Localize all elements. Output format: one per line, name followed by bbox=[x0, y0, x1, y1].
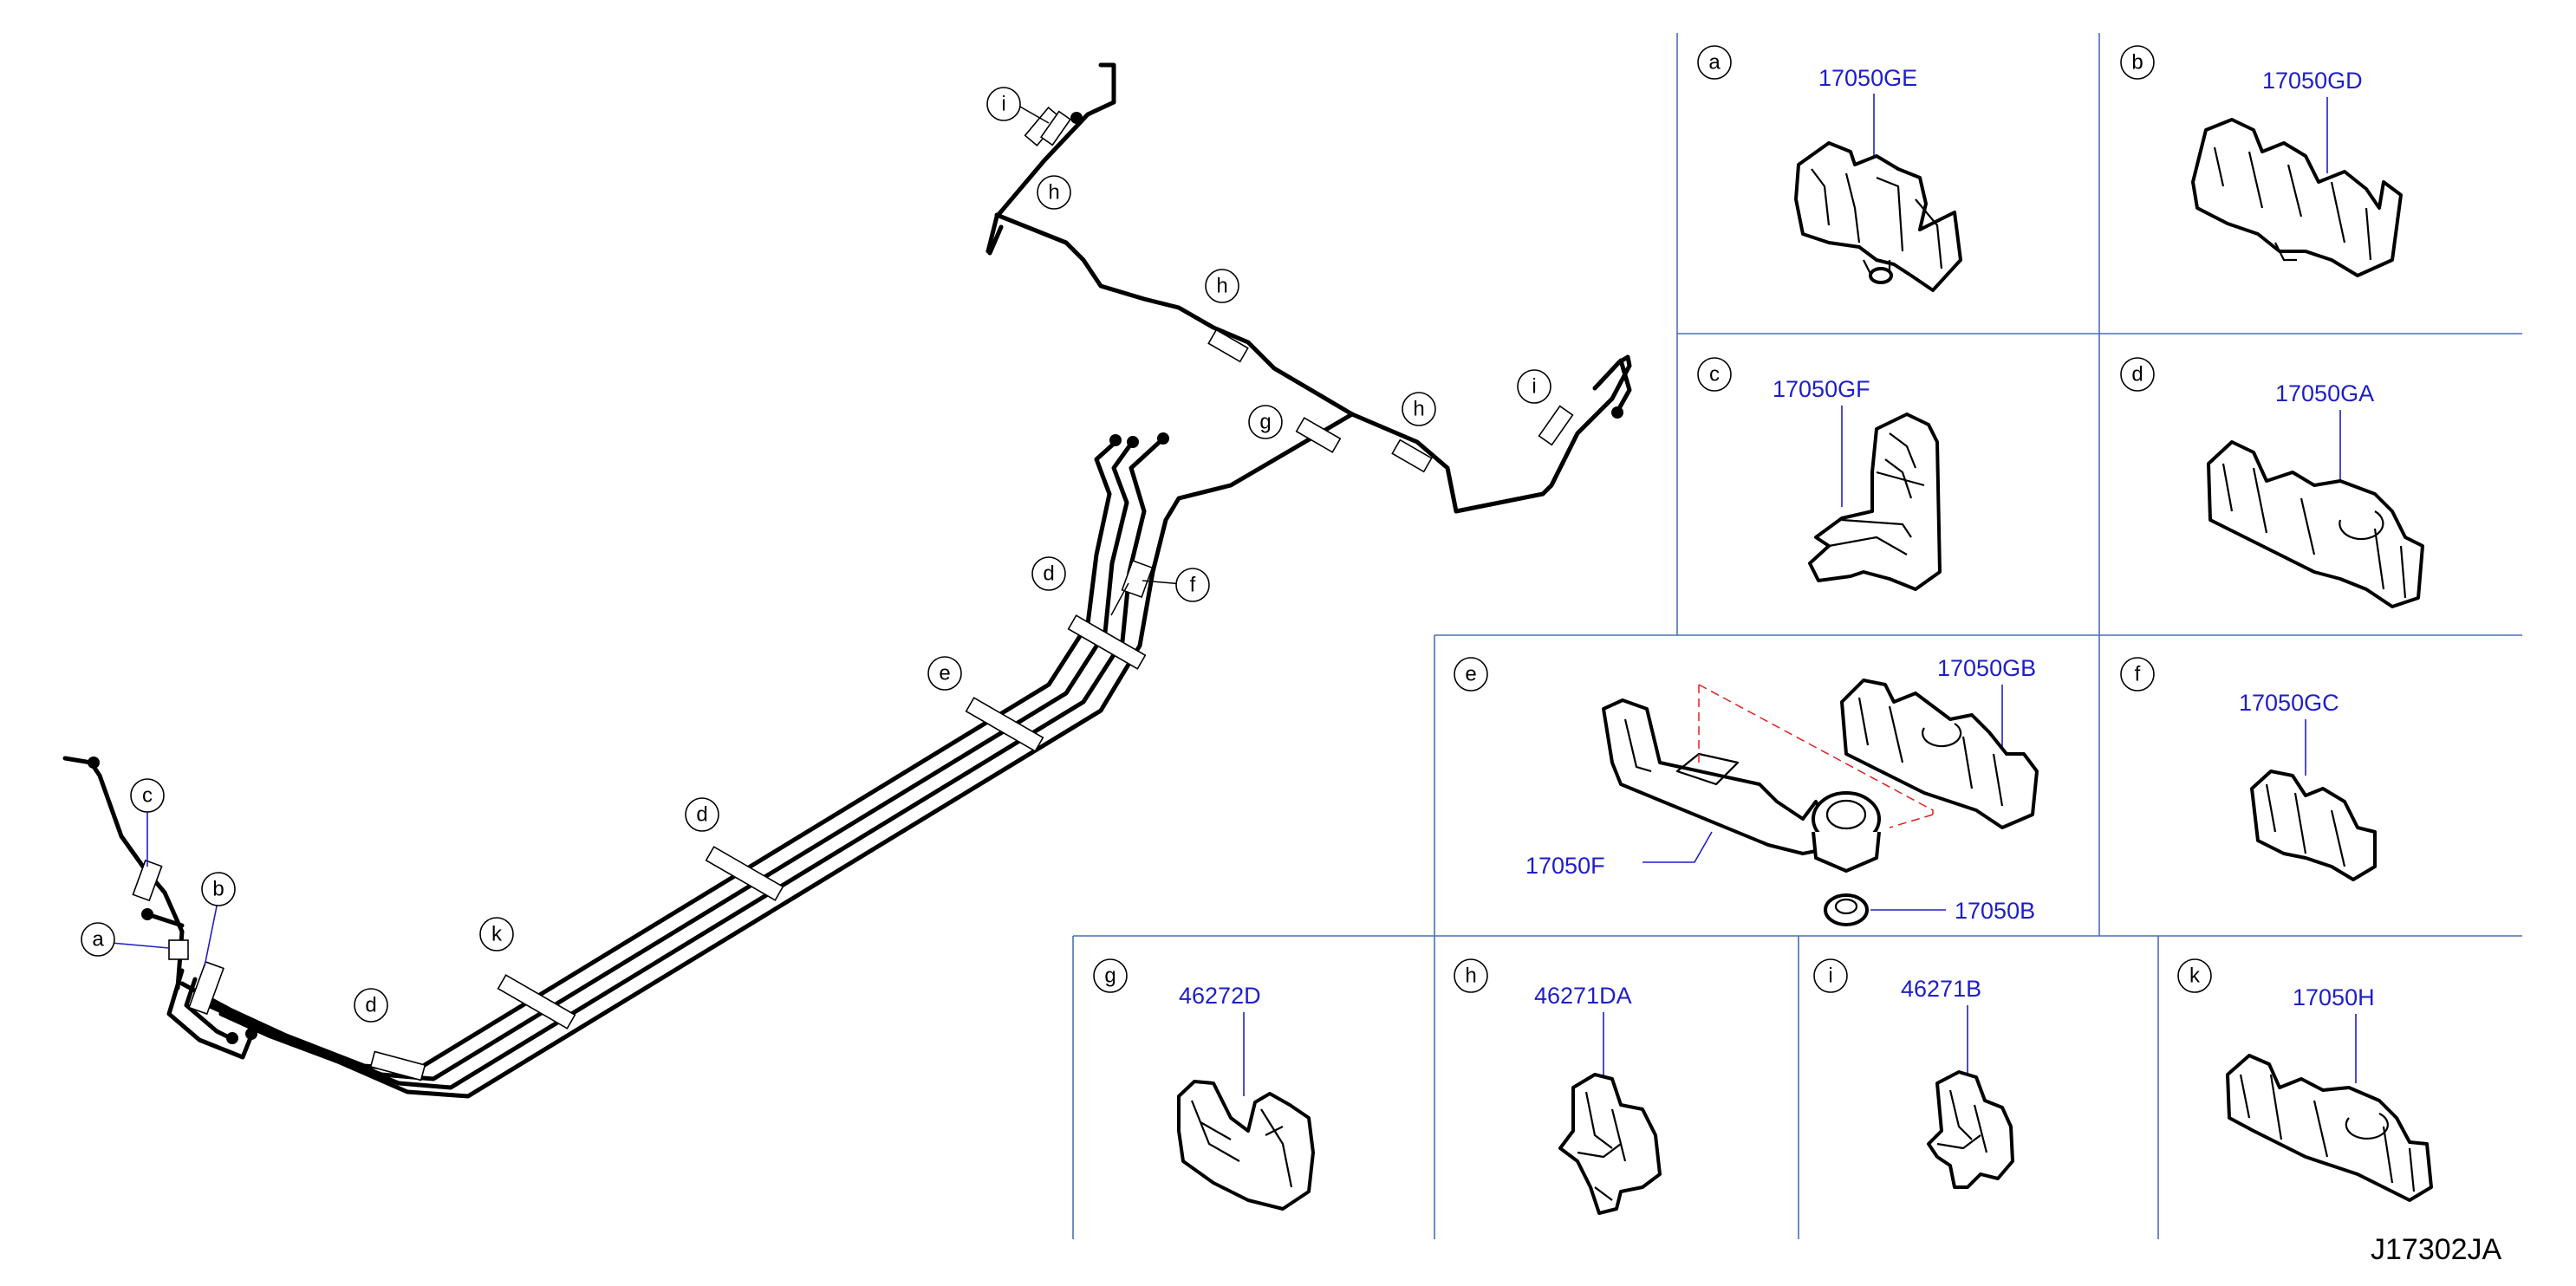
clip-46272D-icon bbox=[1177, 1080, 1315, 1211]
panel-d: d 17050GA bbox=[2120, 357, 2424, 608]
callout-b: b bbox=[201, 872, 236, 906]
panel-i: i 46271B bbox=[1813, 958, 2014, 1189]
part-number-46272D: 46272D bbox=[1179, 983, 1261, 1009]
svg-text:a: a bbox=[92, 928, 104, 952]
callout-d-middle: d bbox=[685, 797, 719, 832]
svg-text:c: c bbox=[1709, 363, 1720, 386]
callout-a: a bbox=[81, 922, 115, 957]
callout-g: g bbox=[1248, 405, 1283, 439]
part-number-17050GF: 17050GF bbox=[1773, 376, 1870, 402]
panel-g: g 46272D bbox=[1093, 958, 1315, 1211]
svg-text:g: g bbox=[1104, 964, 1116, 988]
part-number-17050GB: 17050GB bbox=[1937, 655, 2036, 681]
svg-text:i: i bbox=[1828, 964, 1832, 988]
panel-b: b 17050GD bbox=[2120, 45, 2403, 277]
clip-17050GD-icon bbox=[2191, 118, 2403, 277]
panel-c: c 17050GF bbox=[1697, 357, 1942, 591]
panel-k: k 17050H bbox=[2177, 958, 2433, 1202]
svg-text:g: g bbox=[1259, 411, 1271, 434]
svg-text:b: b bbox=[2131, 51, 2143, 75]
callout-h-right: h bbox=[1402, 392, 1436, 426]
svg-text:d: d bbox=[696, 803, 707, 827]
part-number-17050GD: 17050GD bbox=[2262, 68, 2363, 94]
panel-grid bbox=[1072, 33, 2522, 1239]
callout-d-upper: d bbox=[1031, 556, 1066, 591]
svg-text:f: f bbox=[2135, 663, 2141, 686]
svg-text:h: h bbox=[1216, 275, 1227, 298]
svg-text:b: b bbox=[212, 878, 224, 901]
svg-text:e: e bbox=[1465, 663, 1476, 686]
clip-17050GB-icon bbox=[1840, 679, 2039, 829]
part-number-17050GE: 17050GE bbox=[1818, 65, 1917, 91]
svg-text:i: i bbox=[1001, 93, 1005, 116]
panel-a: a 17050GE bbox=[1697, 45, 1962, 292]
panel-h: h 46271DA bbox=[1454, 958, 1662, 1215]
callout-i-upper: i bbox=[986, 87, 1021, 121]
clip-46271B-icon bbox=[1927, 1070, 2014, 1189]
svg-text:k: k bbox=[491, 923, 503, 946]
svg-text:h: h bbox=[1465, 964, 1476, 988]
panel-e: e 17050GB 17050F 17050B bbox=[1454, 655, 2039, 926]
svg-text:i: i bbox=[1532, 375, 1536, 399]
svg-text:d: d bbox=[365, 994, 376, 1017]
grommet-17050B-icon bbox=[1824, 893, 1869, 926]
part-number-17050F: 17050F bbox=[1525, 853, 1605, 879]
svg-text:a: a bbox=[1708, 51, 1721, 75]
part-number-46271DA: 46271DA bbox=[1534, 983, 1632, 1009]
clip-17050GC-icon bbox=[2250, 770, 2377, 881]
callout-d-lower: d bbox=[354, 988, 388, 1023]
callout-e: e bbox=[927, 656, 962, 691]
callout-h-middle: h bbox=[1205, 269, 1239, 303]
callout-f: f bbox=[1175, 568, 1210, 602]
svg-text:c: c bbox=[142, 784, 153, 808]
svg-text:e: e bbox=[939, 662, 950, 685]
callout-k: k bbox=[479, 917, 514, 952]
svg-text:f: f bbox=[1190, 574, 1196, 597]
svg-text:d: d bbox=[1043, 562, 1054, 586]
part-number-17050H: 17050H bbox=[2293, 984, 2375, 1010]
clip-17050GE-icon bbox=[1794, 141, 1962, 292]
clip-46271DA-icon bbox=[1558, 1073, 1662, 1215]
callout-h-upper: h bbox=[1037, 175, 1071, 210]
svg-text:h: h bbox=[1048, 181, 1059, 205]
panel-f: f 17050GC bbox=[2120, 657, 2377, 881]
svg-text:k: k bbox=[2189, 964, 2201, 988]
callout-c: c bbox=[130, 778, 165, 813]
brake-fuel-pipe-assembly: i h h g h i d f bbox=[62, 62, 1632, 1099]
diagram-code: J17302JA bbox=[2371, 1233, 2502, 1266]
svg-text:d: d bbox=[2131, 363, 2143, 386]
clip-17050GF-icon bbox=[1808, 412, 1942, 591]
svg-text:h: h bbox=[1413, 398, 1424, 421]
clip-17050H-icon bbox=[2226, 1054, 2433, 1202]
bracket-17050F-icon bbox=[1602, 684, 1934, 873]
part-number-17050GA: 17050GA bbox=[2275, 380, 2374, 406]
callout-i-right: i bbox=[1517, 369, 1551, 404]
part-number-17050GC: 17050GC bbox=[2239, 690, 2339, 716]
part-number-17050B: 17050B bbox=[1955, 898, 2035, 924]
clip-17050GA-icon bbox=[2207, 440, 2424, 608]
part-number-46271B: 46271B bbox=[1901, 976, 1981, 1002]
